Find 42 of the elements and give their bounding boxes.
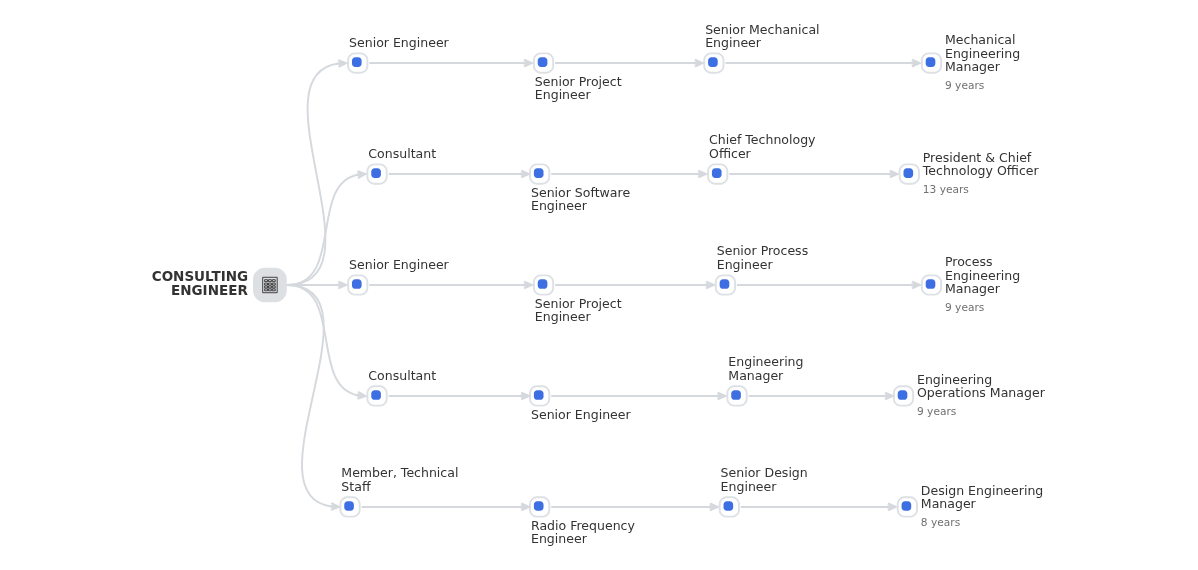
node-label: Senior Mechanical Engineer <box>704 21 820 51</box>
arrow <box>727 169 899 179</box>
node-label: Consultant <box>367 367 436 383</box>
node-label: CONSULTING ENGINEER <box>151 268 248 298</box>
arrow <box>387 391 530 401</box>
arrow <box>739 502 897 512</box>
node-label: Senior Process Engineer <box>716 243 808 272</box>
node-label: Mechanical Engineering Manager <box>944 32 1020 75</box>
node-label: Senior Design Engineer <box>720 465 808 494</box>
arrow <box>553 280 715 290</box>
node-label: Process Engineering Manager <box>944 254 1020 297</box>
arrow <box>367 58 533 68</box>
arrow <box>553 58 704 68</box>
arrow <box>360 502 530 512</box>
node-label: Senior Project Engineer <box>534 295 622 325</box>
node-label: Engineering Manager <box>727 354 804 383</box>
node-label: Consultant <box>367 146 436 161</box>
node-label: Member, Technical Staff <box>340 465 458 494</box>
arrow <box>723 58 921 68</box>
arrow <box>285 284 340 511</box>
arrow <box>549 169 707 179</box>
node-label: Chief Technology Officer <box>708 132 816 161</box>
node-label: 9 years <box>944 300 984 314</box>
node-label: Engineering Operations Manager <box>916 371 1045 401</box>
node-label: 8 years <box>920 516 960 530</box>
node-label: President & Chief Technology Officer <box>922 149 1039 179</box>
node-label: Senior Engineer <box>348 256 449 272</box>
arrow <box>549 502 719 512</box>
arrow <box>387 169 530 179</box>
node-label: Senior Engineer <box>530 406 631 422</box>
node-label: 9 years <box>916 405 956 419</box>
node-label: Senior Project Engineer <box>534 73 622 103</box>
arrow <box>367 280 533 290</box>
arrow <box>735 280 921 290</box>
node-label: 13 years <box>922 183 969 197</box>
arrow <box>549 391 726 401</box>
node-label: Senior Software Engineer <box>530 184 630 214</box>
node-label: Radio Frequency Engineer <box>530 517 635 547</box>
node-label: Design Engineering Manager <box>920 482 1043 512</box>
node-label: Senior Engineer <box>348 35 449 51</box>
node-label: 9 years <box>944 78 984 92</box>
arrow <box>747 391 894 401</box>
